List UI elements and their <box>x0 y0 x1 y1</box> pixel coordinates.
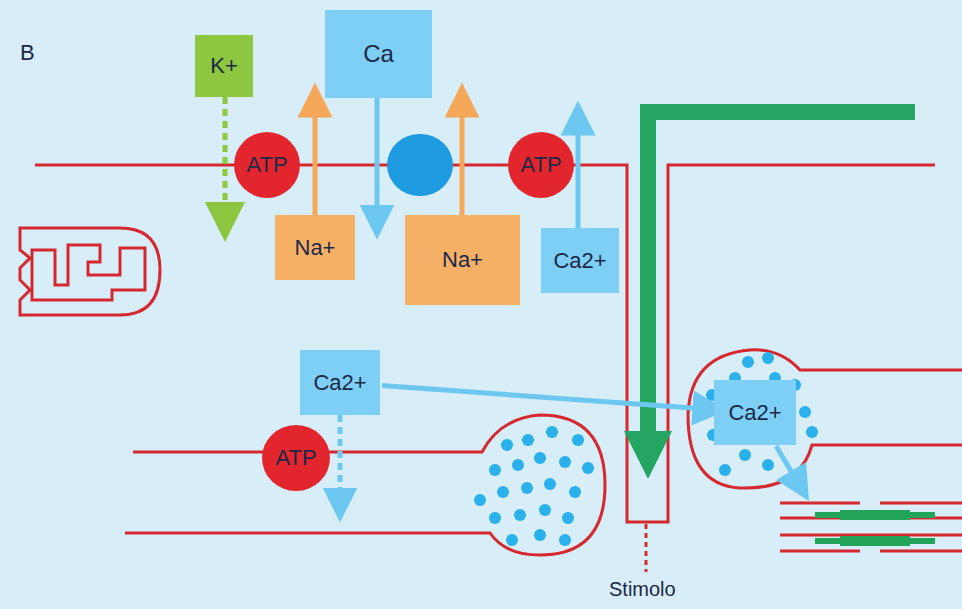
ion-box: Ca2+ <box>714 380 796 445</box>
node-text: Ca2+ <box>728 400 781 426</box>
node-text: ATP <box>246 152 287 178</box>
stimulus-label: Stimolo <box>609 578 676 601</box>
node-text: ATP <box>275 445 316 471</box>
atp-pump: ATP <box>508 132 574 198</box>
node-text: ATP <box>520 152 561 178</box>
ion-box: Na+ <box>275 215 355 280</box>
node-text: Na+ <box>442 247 483 273</box>
node-text: Ca2+ <box>553 248 606 274</box>
ion-box: Ca2+ <box>541 228 619 293</box>
node-text: K+ <box>210 53 238 79</box>
ion-box: K+ <box>195 35 253 97</box>
ion-box: Ca <box>325 10 432 98</box>
ion-box: Na+ <box>405 215 520 305</box>
calcium-flow-arrow <box>382 386 710 410</box>
ion-box: Ca2+ <box>300 350 380 415</box>
node-text: Ca2+ <box>313 370 366 396</box>
panel-letter: B <box>20 40 35 66</box>
node-text: Na+ <box>295 235 336 261</box>
node-text: Ca <box>363 40 394 68</box>
atp-pump: ATP <box>262 425 330 491</box>
atp-pump: ATP <box>234 132 300 198</box>
